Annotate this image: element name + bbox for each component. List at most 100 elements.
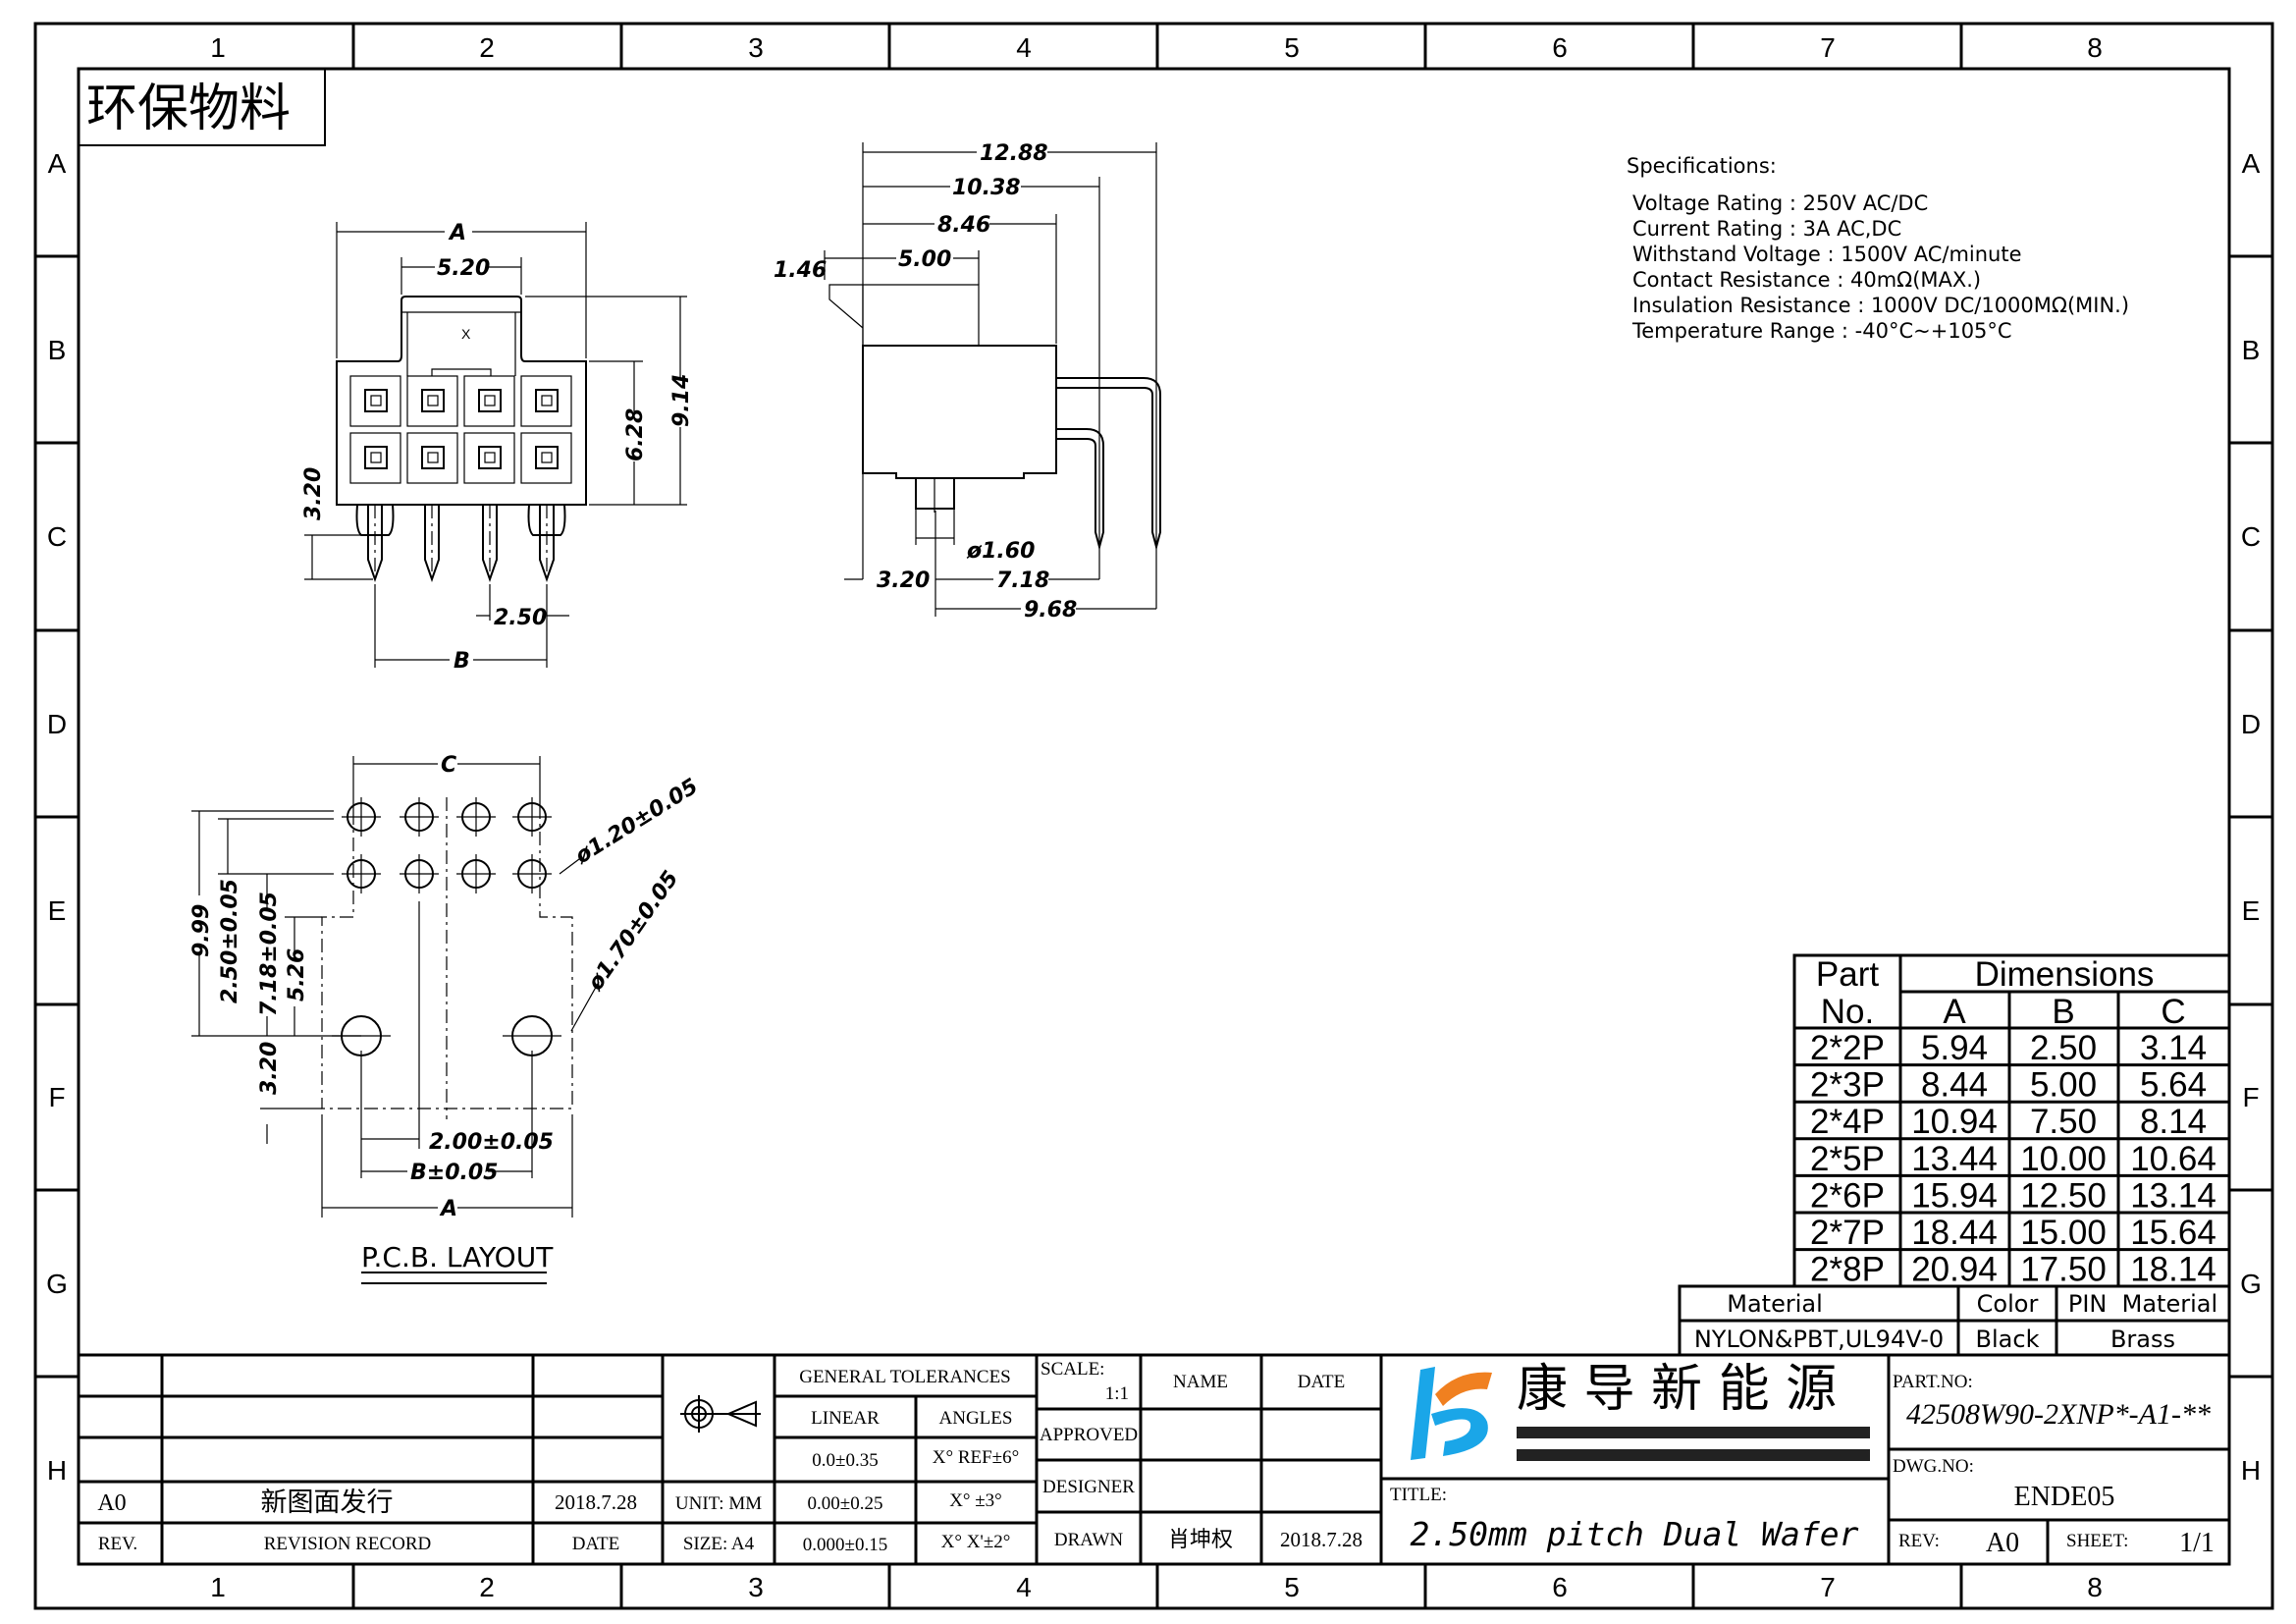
scale-label: SCALE: <box>1041 1359 1104 1380</box>
peg <box>355 504 395 536</box>
table-cell-b: 15.00 <box>2020 1214 2107 1252</box>
linear-tolerance-2: 0.00±0.25 <box>808 1493 883 1514</box>
terminal-icon <box>364 446 388 469</box>
front-dim-pitch: 2.50 <box>494 606 547 630</box>
table-header-a: A <box>1943 993 1966 1031</box>
designer-label: DESIGNER <box>1042 1477 1135 1497</box>
linear-label: LINEAR <box>811 1408 880 1429</box>
pcb-dim-offset: 2.00±0.05 <box>429 1130 554 1155</box>
specifications-title: Specifications: <box>1627 154 1777 178</box>
drawing-title: 2.50mm pitch Dual Wafer <box>1411 1515 1859 1553</box>
pin-cavities <box>349 375 572 484</box>
right-row-label: G <box>2240 1269 2262 1299</box>
cavity <box>406 375 458 427</box>
sheet-value: 1/1 <box>2179 1528 2215 1558</box>
right-row-label: A <box>2242 148 2261 179</box>
terminal-icon <box>421 446 445 469</box>
side-view: 12.88 10.38 8.46 5.00 1.46 ø1.60 3.20 7.… <box>774 140 1161 623</box>
title-block: A0 新图面发行 2018.7.28 REV. REVISION RECORD … <box>79 1353 2229 1564</box>
spec-insulation-resistance: Insulation Resistance : 1000V DC/1000MΩ(… <box>1632 294 2129 317</box>
front-dim-b: B <box>454 649 470 674</box>
date-header: DATE <box>1298 1372 1346 1392</box>
specifications: Specifications: Voltage Rating : 250V AC… <box>1627 154 2129 343</box>
table-header-c: C <box>2161 993 2185 1031</box>
cavity <box>463 432 515 484</box>
color-value: Black <box>1976 1326 2040 1353</box>
size: SIZE: A4 <box>683 1534 755 1554</box>
top-column-label: 8 <box>2087 32 2103 63</box>
right-row-label: B <box>2242 335 2261 365</box>
drawn-name: 肖坤权 <box>1168 1527 1233 1551</box>
cavity <box>520 375 572 427</box>
drawing-number: ENDE05 <box>2014 1482 2115 1512</box>
side-dim-pin-row2-peg: 9.68 <box>1024 598 1077 623</box>
top-column-label: 1 <box>210 32 226 63</box>
linear-tolerance-3: 0.000±0.15 <box>803 1535 887 1555</box>
table-cell-part: 2*7P <box>1810 1214 1885 1252</box>
terminal-icon <box>364 389 388 412</box>
right-row-label: E <box>2242 895 2261 926</box>
table-cell-a: 18.44 <box>1911 1214 1998 1252</box>
spec-voltage: Voltage Rating : 250V AC/DC <box>1632 191 1928 215</box>
table-cell-part: 2*8P <box>1810 1251 1885 1289</box>
pcb-dim-total: 9.99 <box>189 904 214 957</box>
bottom-column-label: 5 <box>1284 1572 1300 1602</box>
bottom-column-label: 8 <box>2087 1572 2103 1602</box>
pin-material-label: PIN Material <box>2068 1290 2217 1318</box>
third-angle-projection-icon <box>680 1395 761 1433</box>
revision-rev: A0 <box>97 1490 126 1516</box>
front-pins <box>355 504 566 583</box>
material-table: Material NYLON&PBT,UL94V-0 Color Black P… <box>1678 1284 2231 1357</box>
front-dim-total-height: 9.14 <box>669 374 694 427</box>
left-row-label: F <box>48 1082 65 1112</box>
side-dim-overall: 12.88 <box>980 141 1048 166</box>
table-cell-b: 7.50 <box>2030 1103 2097 1141</box>
bottom-column-label: 7 <box>1820 1572 1836 1602</box>
angle-tolerance-2: X° ±3° <box>949 1490 1002 1511</box>
angle-tolerance-1: X° REF±6° <box>933 1447 1019 1468</box>
table-cell-c: 15.64 <box>2130 1214 2216 1252</box>
pcb-layout: C A B±0.05 2.00±0.05 9.99 2.50±0.05 7.18… <box>188 752 703 1284</box>
pcb-dim-a: A <box>439 1197 457 1221</box>
table-cell-c: 13.14 <box>2130 1176 2216 1215</box>
pin-material-value: Brass <box>2110 1326 2175 1353</box>
name-header: NAME <box>1173 1372 1228 1392</box>
front-dim-latch-width: 5.20 <box>437 256 490 281</box>
bottom-column-label: 6 <box>1552 1572 1568 1602</box>
pcb-hole-small-label: ø1.20±0.05 <box>570 775 703 870</box>
drawn-label: DRAWN <box>1054 1530 1124 1550</box>
scale-value: 1:1 <box>1105 1383 1129 1404</box>
top-column-label: 7 <box>1820 32 1836 63</box>
side-dim-peg-diameter: ø1.60 <box>966 539 1035 564</box>
front-dim-a: A <box>448 221 466 245</box>
table-cell-b: 10.00 <box>2020 1140 2107 1178</box>
angle-tolerance-3: X° X'±2° <box>941 1532 1011 1552</box>
side-dim-latch-offset: 1.46 <box>774 258 827 283</box>
general-tolerances-label: GENERAL TOLERANCES <box>799 1367 1011 1387</box>
spec-current: Current Rating : 3A AC,DC <box>1632 217 1901 241</box>
side-dim-pin-row2: 10.38 <box>952 176 1021 200</box>
left-row-label: E <box>48 895 67 926</box>
revision-record: 新图面发行 <box>261 1488 394 1517</box>
revision-date: 2018.7.28 <box>555 1490 637 1514</box>
material-value: NYLON&PBT,UL94V-0 <box>1694 1326 1944 1353</box>
material-label: Material <box>1727 1290 1823 1318</box>
front-dim-pin-length: 3.20 <box>301 467 326 520</box>
top-column-label: 4 <box>1016 32 1032 63</box>
table-cell-b: 2.50 <box>2030 1029 2097 1067</box>
dwg-no-label: DWG.NO: <box>1893 1456 1974 1477</box>
pcb-dim-row-to-peg: 7.18±0.05 <box>257 892 282 1016</box>
top-column-label: 5 <box>1284 32 1300 63</box>
right-row-label: D <box>2241 709 2261 739</box>
part-no-label: PART.NO: <box>1893 1372 1973 1392</box>
left-row-label: H <box>47 1455 67 1486</box>
terminal-icon <box>478 389 502 412</box>
left-row-label: D <box>47 709 67 739</box>
